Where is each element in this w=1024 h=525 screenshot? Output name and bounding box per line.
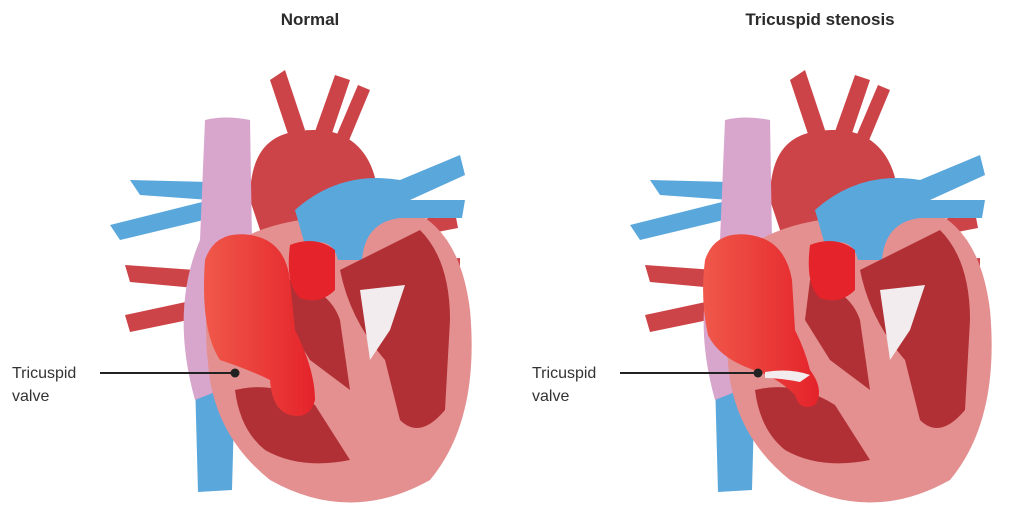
title-normal: Normal [280,10,340,29]
stenotic-tendon [765,370,810,382]
label-line1: Tricuspid [12,365,77,382]
heart-normal [100,60,500,525]
valve-marker-dot [753,368,763,378]
valve-marker-dot [230,368,240,378]
right-atrium [204,234,315,416]
title-tricuspid-stenosis: Tricuspid stenosis [745,10,895,29]
label-stenosis-tricuspid-valve: Tricuspid valve [532,362,596,408]
label-line2: valve [12,388,50,405]
label-line1: Tricuspid [532,365,597,382]
label-line2: valve [532,388,570,405]
label-normal-tricuspid-valve: Tricuspid valve [12,362,76,408]
right-atrium [703,234,819,408]
heart-stenosis [620,60,1020,525]
